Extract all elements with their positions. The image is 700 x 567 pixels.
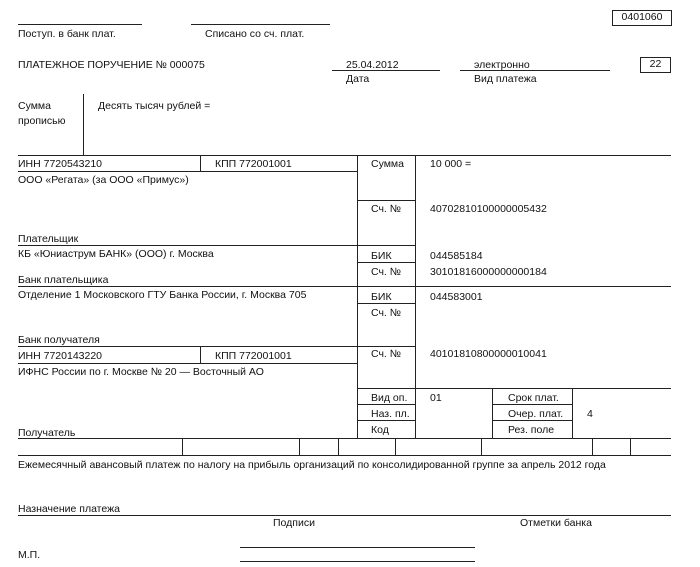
code-label: Код [371, 424, 389, 436]
payer-name: ООО «Регата» (за ООО «Примус») [18, 174, 189, 186]
form-code: 0401060 [621, 11, 663, 23]
amount-words-label-1: Сумма [18, 100, 51, 112]
grid-line [18, 286, 671, 287]
purpose-text: Ежемесячный авансовый платеж по налогу н… [18, 459, 606, 471]
status-code: 22 [649, 58, 662, 70]
received-line [18, 24, 142, 25]
payee-account-label: Сч. № [371, 348, 402, 360]
order-label: Очер. плат. [508, 408, 564, 420]
payee-bank-bik: 044583001 [430, 291, 483, 303]
amount-words-divider [83, 94, 84, 155]
order-date: 25.04.2012 [346, 59, 399, 71]
payee-name: ИФНС России по г. Москве № 20 — Восточны… [18, 366, 264, 378]
payer-bank-bik: 044585184 [430, 250, 483, 262]
debited-label: Списано со сч. плат. [205, 28, 305, 40]
amount-words-label-2: прописью [18, 115, 66, 127]
payer-label: Плательщик [18, 233, 79, 245]
payment-type-label: Вид платежа [474, 73, 537, 85]
payer-bank-name: КБ «Юниаструм БАНК» (ООО) г. Москва [18, 248, 214, 260]
debited-line [191, 24, 330, 25]
grid-line [18, 155, 671, 156]
payer-corr-label: Сч. № [371, 266, 402, 278]
tax-field-divider [592, 438, 593, 455]
payee-kpp: КПП 772001001 [215, 350, 292, 362]
purpose-label: Назначение платежа [18, 503, 120, 515]
grid-line [492, 420, 572, 421]
grid-line [200, 155, 201, 171]
grid-line [357, 420, 415, 421]
stamp-label: М.П. [18, 549, 41, 561]
status-code-box: 22 [640, 57, 671, 73]
grid-line [357, 303, 415, 304]
payee-bik-label: БИК [371, 291, 392, 303]
grid-line [18, 455, 671, 456]
payer-bank-label: Банк плательщика [18, 274, 109, 286]
grid-line [18, 171, 357, 172]
signatures-label: Подписи [273, 517, 315, 529]
amount-words-value: Десять тысяч рублей = [98, 100, 211, 112]
order-value: 4 [587, 408, 593, 420]
grid-line [18, 438, 671, 439]
payer-account: 40702810100000005432 [430, 203, 547, 215]
sum-label: Сумма [371, 158, 404, 170]
grid-line [357, 388, 671, 389]
sum-value: 10 000 = [430, 158, 472, 170]
grid-line [18, 346, 415, 347]
purpose-code-label: Наз. пл. [371, 408, 410, 420]
grid-line [200, 346, 201, 363]
payee-label: Получатель [18, 427, 76, 439]
document-title: ПЛАТЕЖНОЕ ПОРУЧЕНИЕ № 000075 [18, 59, 205, 71]
payer-bank-corr: 30101816000000000184 [430, 266, 547, 278]
bank-marks-label: Отметки банка [520, 517, 592, 529]
tax-field-divider [182, 438, 183, 455]
payer-account-label: Сч. № [371, 203, 402, 215]
tax-field-divider [299, 438, 300, 455]
grid-line [492, 404, 572, 405]
grid-line [18, 515, 671, 516]
payee-inn: ИНН 7720143220 [18, 350, 103, 362]
grid-line [18, 245, 415, 246]
received-label: Поступ. в банк плат. [18, 28, 116, 40]
grid-line [18, 363, 357, 364]
op-type-label: Вид оп. [371, 392, 408, 404]
tax-field-divider [338, 438, 339, 455]
date-line [332, 70, 440, 71]
grid-line [572, 388, 573, 438]
grid-line [357, 262, 415, 263]
signature-line-2 [240, 561, 475, 562]
grid-line [357, 404, 415, 405]
tax-field-divider [481, 438, 482, 455]
form-code-box: 0401060 [612, 10, 672, 26]
signature-line-1 [240, 547, 475, 548]
payment-type-line [460, 70, 610, 71]
payment-type: электронно [474, 59, 530, 71]
reserve-label: Рез. поле [508, 424, 555, 436]
grid-line [415, 155, 416, 438]
payer-bik-label: БИК [371, 250, 392, 262]
date-label: Дата [346, 73, 370, 85]
op-type-value: 01 [430, 392, 442, 404]
payee-corr-label: Сч. № [371, 307, 402, 319]
term-label: Срок плат. [508, 392, 559, 404]
grid-line [357, 155, 358, 438]
payer-kpp: КПП 772001001 [215, 158, 292, 170]
tax-field-divider [395, 438, 396, 455]
payee-bank-name: Отделение 1 Московского ГТУ Банка России… [18, 289, 307, 301]
grid-line [357, 200, 415, 201]
tax-field-divider [630, 438, 631, 455]
payee-account: 40101810800000010041 [430, 348, 547, 360]
payer-inn: ИНН 7720543210 [18, 158, 103, 170]
grid-line [492, 388, 493, 438]
payee-bank-label: Банк получателя [18, 334, 100, 346]
